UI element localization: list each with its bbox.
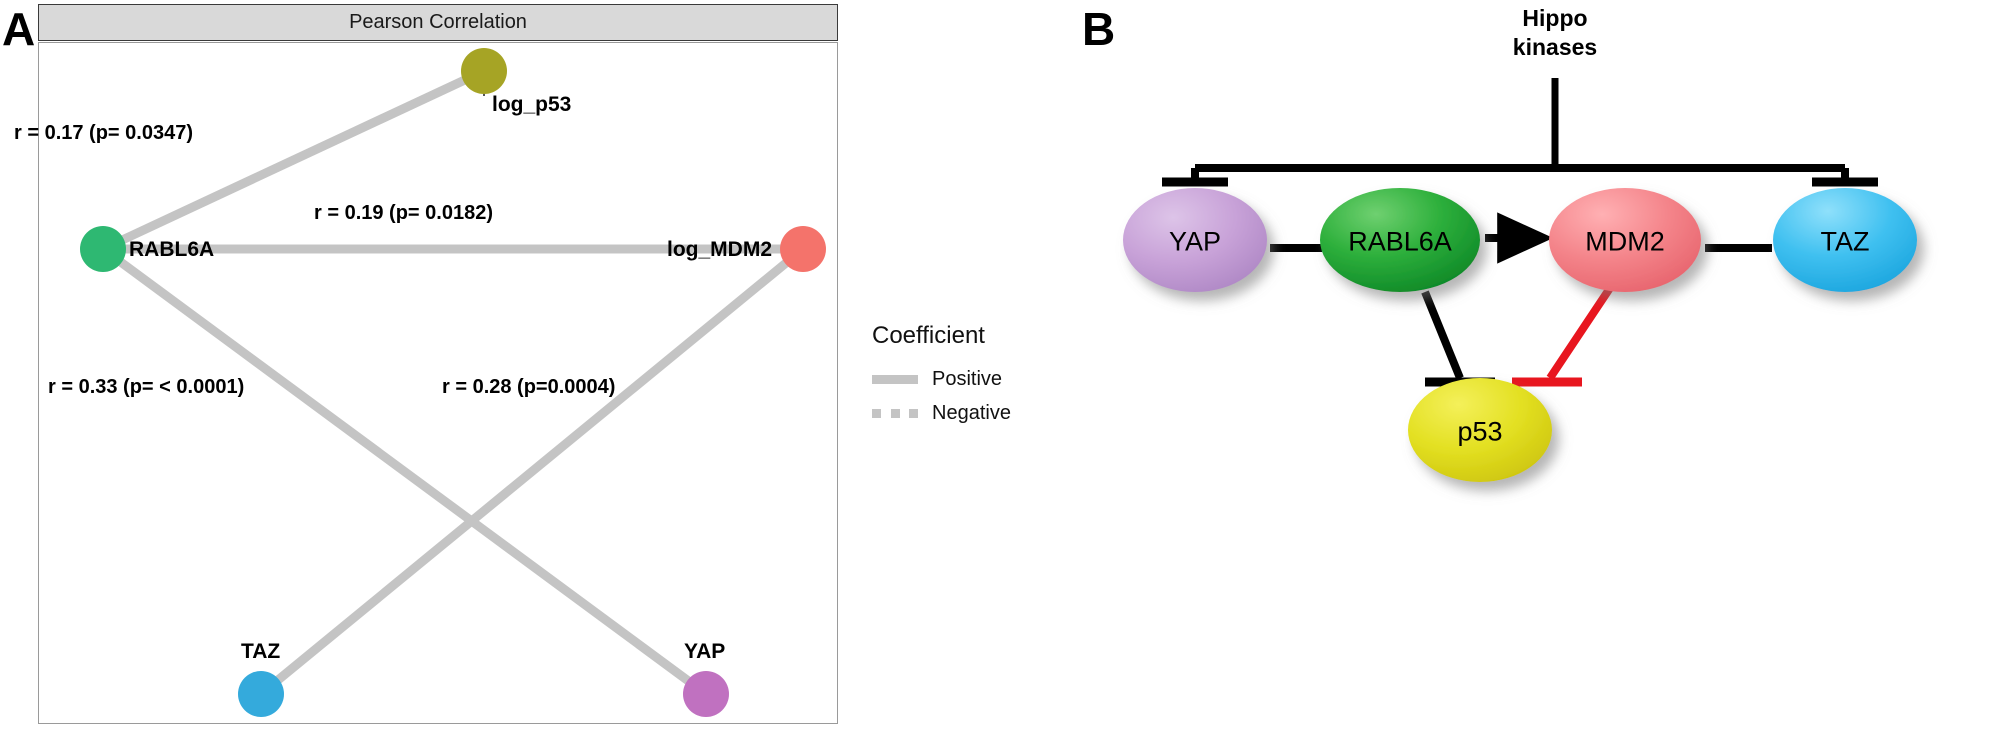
panel-b-pathway-diagram: Hippo kinases <box>1080 0 2000 733</box>
node-log-mdm2[interactable] <box>780 226 826 272</box>
panel-a-header-strip: Pearson Correlation <box>38 4 838 41</box>
bnode-mdm2[interactable] <box>1549 188 1701 292</box>
panel-a-letter: A <box>2 3 36 55</box>
edge-label-rabl6a-yap: r = 0.33 (p= < 0.0001) <box>48 376 245 398</box>
edge-label-logmdm2-taz: r = 0.28 (p=0.0004) <box>442 376 616 398</box>
node-label-log-mdm2: log_MDM2 <box>667 238 772 261</box>
panel-b-graphics <box>1123 78 1917 482</box>
legend-item-positive[interactable]: Positive <box>872 364 1062 394</box>
node-rabl6a[interactable] <box>80 226 126 272</box>
hippo-kinases-line1: Hippo <box>1522 5 1588 31</box>
bnode-taz[interactable] <box>1773 188 1917 292</box>
coefficient-legend: Coefficient Positive Negative <box>872 322 1062 432</box>
bnode-yap[interactable] <box>1123 188 1267 292</box>
node-label-rabl6a: RABL6A <box>129 238 215 261</box>
bnode-p53[interactable] <box>1408 378 1552 482</box>
node-log-p53[interactable] <box>461 48 507 94</box>
panel-b-letter: B <box>1082 3 1116 55</box>
panel-a-title: Pearson Correlation <box>349 11 527 33</box>
hippo-kinases-line2: kinases <box>1512 33 1598 60</box>
edge-rabl6a-p53-stem <box>1421 290 1464 380</box>
node-label-taz: TAZ <box>241 640 281 663</box>
panel-a-correlation-network: Pearson Correlation log_p53 RABL6A <box>14 4 840 726</box>
legend-dotted-line-icon <box>872 408 918 418</box>
legend-label-positive: Positive <box>932 367 1003 390</box>
edge-label-rabl6a-logp53: r = 0.17 (p= 0.0347) <box>14 122 194 144</box>
legend-label-negative: Negative <box>932 401 1011 424</box>
node-yap[interactable] <box>683 671 729 717</box>
node-label-yap: YAP <box>684 640 726 663</box>
hippo-kinases-label: Hippo kinases <box>1465 4 1645 62</box>
legend-item-negative[interactable]: Negative <box>872 398 1062 428</box>
edge-mdm2-p53-stem <box>1546 285 1614 381</box>
bnode-rabl6a[interactable] <box>1320 188 1480 292</box>
edge-label-rabl6a-logmdm2: r = 0.19 (p= 0.0182) <box>314 202 494 224</box>
node-taz[interactable] <box>238 671 284 717</box>
legend-title: Coefficient <box>872 322 985 349</box>
legend-solid-line-icon <box>872 374 918 384</box>
node-label-log-p53: log_p53 <box>492 93 572 116</box>
